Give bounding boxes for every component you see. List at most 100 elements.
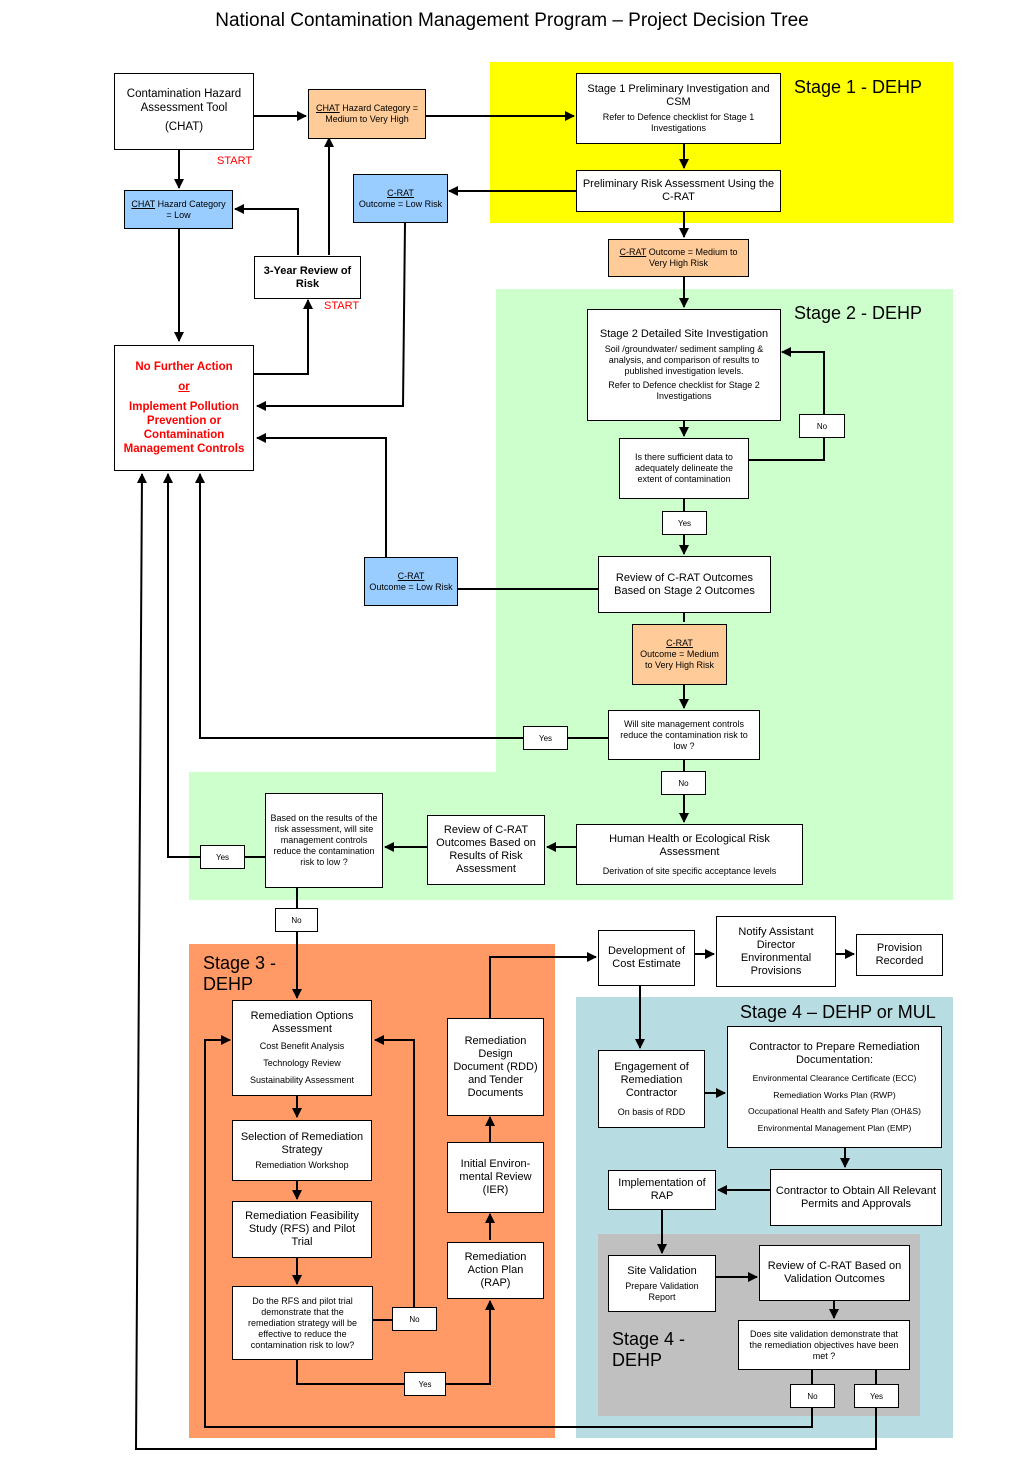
implementation-rap-label: Implementation of RAP — [618, 1177, 706, 1202]
decision-no-rfs[interactable]: No — [392, 1307, 437, 1331]
provision-recorded-box[interactable]: Provision Recorded — [856, 934, 943, 976]
stage1-label: Stage 1 - DEHP — [794, 77, 923, 97]
human-health-risk-assessment-title: Human Health or Ecological Risk Assessme… — [609, 832, 770, 858]
chat-high-link[interactable]: CHAT — [316, 103, 340, 113]
decision-no-site-mgmt[interactable]: No — [661, 771, 706, 795]
based-on-results-label: Based on the results of the risk assessm… — [270, 813, 378, 867]
remediation-feasibility-study-box[interactable]: Remediation Feasibility Study (RFS) and … — [232, 1201, 372, 1258]
crat-low-2-link[interactable]: C-RAT — [397, 570, 425, 581]
notify-assistant-director-label: Notify Assistant Director Environmental … — [738, 925, 814, 977]
stage2-investigation-sub1: Soil /groundwater/ sediment sampling & a… — [604, 344, 764, 376]
decision-no-based-on-results[interactable]: No — [275, 908, 318, 932]
stage3-label: Stage 3 - DEHP — [203, 953, 277, 994]
preliminary-risk-assessment-label: Preliminary Risk Assessment Using the C-… — [582, 178, 775, 203]
remediation-design-document-box[interactable]: Remediation Design Document (RDD) and Te… — [447, 1018, 544, 1116]
decision-no-validation[interactable]: No — [790, 1384, 835, 1408]
stage1-investigation-box[interactable]: Stage 1 Preliminary Investigation and CS… — [576, 73, 781, 144]
provision-recorded-label: Provision Recorded — [875, 942, 924, 967]
development-cost-estimate-box[interactable]: Development of Cost Estimate — [598, 930, 695, 986]
stage4-inner-label: Stage 4 - DEHP — [612, 1329, 686, 1370]
selection-remediation-strategy-box[interactable]: Selection of Remediation Strategy Remedi… — [232, 1120, 372, 1181]
or-label: or — [178, 381, 190, 393]
stage1-investigation-sub: Refer to Defence checklist for Stage 1 I… — [602, 112, 755, 133]
review-crat-risk-assessment-box[interactable]: Review of C-RAT Outcomes Based on Result… — [427, 815, 545, 885]
rfs-pilot-trial-label: Do the RFS and pilot trial demonstrate t… — [247, 1295, 358, 1350]
implementation-rap-box[interactable]: Implementation of RAP — [608, 1170, 716, 1210]
decision-yes-rfs[interactable]: Yes — [404, 1372, 446, 1396]
sufficient-data-question[interactable]: Is there sufficient data to adequately d… — [619, 438, 749, 499]
decision-yes-sufficient[interactable]: Yes — [662, 511, 707, 535]
remediation-options-item-3: Sustainability Assessment — [249, 1075, 355, 1085]
contractor-doc-item-4: Environmental Management Plan (EMP) — [757, 1122, 912, 1133]
crat-low-2-text: Outcome = Low Risk — [369, 581, 453, 592]
decision-no-sufficient[interactable]: No — [799, 414, 845, 438]
initial-environmental-review-box[interactable]: Initial Environ-mental Review (IER) — [447, 1142, 544, 1213]
remediation-options-assessment-box[interactable]: Remediation Options Assessment Cost Bene… — [232, 1000, 372, 1096]
crat-high-1-text: Outcome = Medium to Very High Risk — [646, 247, 738, 268]
based-on-results-question[interactable]: Based on the results of the risk assessm… — [265, 793, 383, 888]
permits-approvals-box[interactable]: Contractor to Obtain All Relevant Permit… — [770, 1169, 942, 1226]
stage2-investigation-sub2: Refer to Defence checklist for Stage 2 I… — [608, 380, 760, 401]
review-crat-stage2-box[interactable]: Review of C-RAT Outcomes Based on Stage … — [598, 556, 771, 613]
chat-high-text: Hazard Category = Medium to Very High — [325, 103, 418, 124]
stage2-label: Stage 2 - DEHP — [794, 303, 923, 323]
crat-high-box-1[interactable]: C-RAT Outcome = Medium to Very High Risk — [608, 239, 749, 277]
no-further-action-box[interactable]: No Further Action or Implement Pollution… — [114, 345, 254, 471]
engagement-contractor-box[interactable]: Engagement of Remediation Contractor On … — [598, 1050, 705, 1128]
implement-controls-label: Implement Pollution Prevention or Contam… — [123, 401, 245, 455]
crat-low-1-link[interactable]: C-RAT — [387, 187, 414, 198]
permits-approvals-label: Contractor to Obtain All Relevant Permit… — [775, 1184, 937, 1210]
chat-tool-box[interactable]: Contamination Hazard Assessment Tool (CH… — [114, 73, 254, 150]
stage2-investigation-box[interactable]: Stage 2 Detailed Site Investigation Soil… — [587, 309, 781, 421]
development-cost-estimate-label: Development of Cost Estimate — [607, 945, 686, 970]
crat-low-1-text: Outcome = Low Risk — [358, 198, 443, 209]
crat-low-box-1[interactable]: C-RAT Outcome = Low Risk — [353, 174, 448, 223]
review-crat-stage2-label: Review of C-RAT Outcomes Based on Stage … — [614, 571, 755, 597]
sufficient-data-label: Is there sufficient data to adequately d… — [634, 452, 734, 484]
three-year-review-label: 3-Year Review of Risk — [263, 264, 352, 290]
initial-environmental-review-label: Initial Environ-mental Review (IER) — [459, 1158, 532, 1196]
human-health-risk-assessment-box[interactable]: Human Health or Ecological Risk Assessme… — [576, 824, 803, 885]
chat-tool-line2: (CHAT) — [164, 121, 204, 134]
contractor-doc-item-2: Remediation Works Plan (RWP) — [773, 1089, 896, 1100]
crat-high-2-link[interactable]: C-RAT — [666, 638, 693, 648]
validation-objectives-question[interactable]: Does site validation demonstrate that th… — [738, 1320, 910, 1370]
site-validation-title: Site Validation — [627, 1264, 697, 1277]
notify-assistant-director-box[interactable]: Notify Assistant Director Environmental … — [716, 916, 836, 987]
human-health-risk-assessment-sub: Derivation of site specific acceptance l… — [602, 865, 777, 876]
review-crat-validation-label: Review of C-RAT Based on Validation Outc… — [767, 1260, 902, 1285]
preliminary-risk-assessment-box[interactable]: Preliminary Risk Assessment Using the C-… — [576, 170, 781, 212]
chat-low-box[interactable]: CHAT Hazard Category = Low — [124, 190, 233, 229]
chat-low-text: Hazard Category = Low — [155, 198, 226, 220]
remediation-action-plan-label: Remediation Action Plan (RAP) — [464, 1251, 527, 1289]
three-year-review-box[interactable]: 3-Year Review of Risk — [254, 256, 361, 299]
start-label-2: START — [324, 300, 360, 312]
site-validation-sub: Prepare Validation Report — [625, 1280, 699, 1302]
selection-remediation-strategy-sub: Remediation Workshop — [255, 1159, 349, 1170]
chat-high-box[interactable]: CHAT Hazard Category = Medium to Very Hi… — [308, 89, 426, 139]
selection-remediation-strategy-title: Selection of Remediation Strategy — [240, 1130, 364, 1156]
contractor-doc-item-3: Occupational Health and Safety Plan (OH&… — [748, 1106, 921, 1116]
remediation-action-plan-box[interactable]: Remediation Action Plan (RAP) — [447, 1242, 544, 1299]
remediation-options-item-1: Cost Benefit Analysis — [259, 1041, 345, 1051]
site-validation-box[interactable]: Site Validation Prepare Validation Repor… — [608, 1255, 716, 1312]
engagement-contractor-title: Engagement of Remediation Contractor — [614, 1060, 689, 1099]
decision-yes-validation[interactable]: Yes — [854, 1384, 899, 1408]
crat-low-box-2[interactable]: C-RAT Outcome = Low Risk — [364, 557, 458, 606]
contractor-documentation-box[interactable]: Contractor to Prepare Remediation Docume… — [727, 1026, 942, 1148]
crat-high-2-text: Outcome = Medium to Very High Risk — [640, 649, 719, 670]
site-management-controls-question[interactable]: Will site management controls reduce the… — [608, 710, 760, 760]
rfs-pilot-trial-question[interactable]: Do the RFS and pilot trial demonstrate t… — [232, 1286, 373, 1360]
chat-tool-line1: Contamination Hazard Assessment Tool — [126, 88, 242, 114]
engagement-contractor-sub: On basis of RDD — [617, 1106, 686, 1117]
review-crat-validation-box[interactable]: Review of C-RAT Based on Validation Outc… — [759, 1245, 910, 1301]
contractor-documentation-title: Contractor to Prepare Remediation Docume… — [749, 1041, 920, 1066]
decision-yes-based-on-results[interactable]: Yes — [200, 845, 245, 869]
crat-high-box-2[interactable]: C-RAT Outcome = Medium to Very High Risk — [632, 624, 727, 685]
no-further-action-label: No Further Action — [135, 361, 233, 373]
crat-high-1-link[interactable]: C-RAT — [619, 247, 647, 257]
chat-low-link[interactable]: CHAT — [131, 198, 156, 209]
start-label-1: START — [217, 155, 253, 167]
decision-yes-site-mgmt[interactable]: Yes — [523, 726, 568, 750]
